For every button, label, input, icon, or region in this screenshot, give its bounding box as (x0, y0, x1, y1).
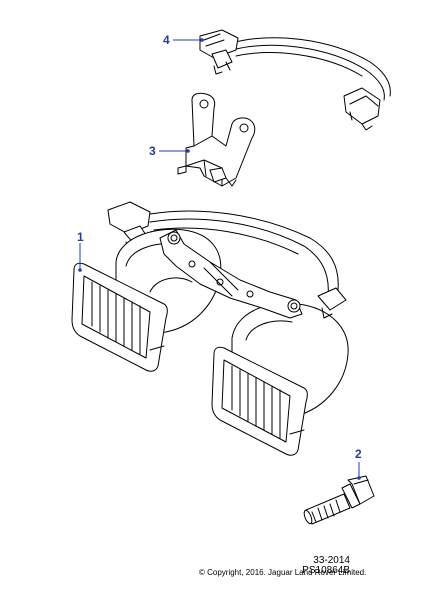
callout-2: 2 (355, 447, 362, 461)
horn-assembly-part-1 (71, 201, 349, 456)
callout-3: 3 (149, 144, 156, 158)
part-code: PS10864B (302, 565, 350, 576)
bolt-part-2 (303, 475, 375, 525)
wiring-harness-part-4 (199, 29, 391, 131)
copyright-notice: © Copyright, 2016. Jaguar Land Rover Lim… (199, 568, 367, 577)
callout-1: 1 (77, 230, 84, 244)
horn-bracket-part-3 (177, 92, 256, 187)
reference-code: 33-2014 (313, 555, 350, 566)
callout-4: 4 (163, 33, 170, 47)
leader-lines (78, 38, 361, 480)
